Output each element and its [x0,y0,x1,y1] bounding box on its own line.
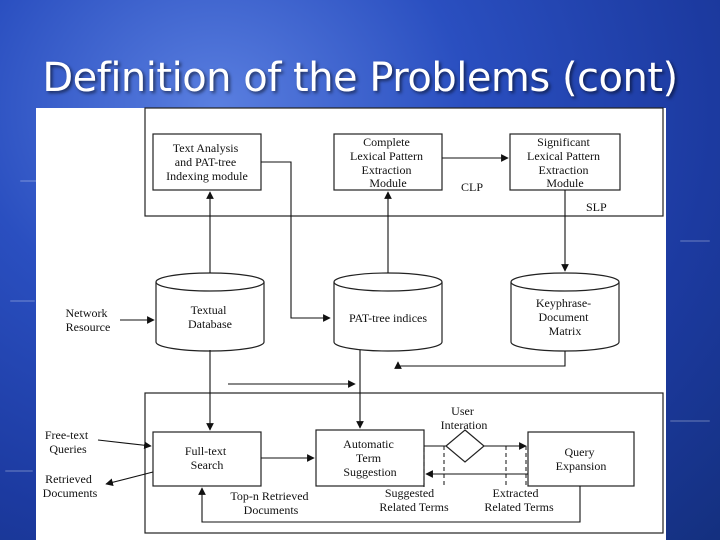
retrieved-documents-label: Retrieved Documents [43,472,98,500]
bottom-group-frame [144,392,664,534]
user-interaction-label: User Interation [441,404,488,432]
query-expansion-box [527,431,635,487]
slp-group-frame [144,107,664,217]
significant-lexical-label: Significant Lexical Pattern Extraction M… [527,135,603,190]
suggested-terms-label: Suggested Related Terms [379,486,449,514]
full-text-search-box [152,431,262,487]
text-analysis-label: Text Analysis and PAT-tree Indexing modu… [166,141,248,183]
keyphrase-matrix-label: Keyphrase- Document Matrix [536,296,594,338]
complete-lexical-label: Complete Lexical Pattern Extraction Modu… [350,135,426,190]
user-interaction-diamond [445,429,485,463]
arrow-queries-to-search [97,439,152,450]
free-text-queries-label: Free-text Queries [45,428,91,456]
arrow-search-to-retrieved [105,471,154,487]
arrow-text-analysis-to-pat [261,161,331,322]
automatic-term-label: Automatic Term Suggestion [343,437,397,479]
text-analysis-module-box [152,133,262,191]
slp-label: SLP [586,200,607,214]
automatic-term-suggestion-box [315,429,425,487]
extracted-terms-label: Extracted Related Terms [484,486,554,514]
complete-lexical-module-box [333,133,443,191]
top-n-retrieved-label: Top-n Retrieved Documents [230,489,311,517]
full-text-search-label: Full-text Search [185,444,229,472]
network-resource-label: Network Resource [66,306,111,334]
arrow-matrix-to-ats [394,351,566,369]
clp-label: CLP [461,180,483,194]
query-expansion-label: Query Expansion [556,445,607,473]
arrow-top-n-loop [198,486,581,523]
pat-tree-indices-cylinder [333,272,443,352]
slide-title: Definition of the Problems (cont) [42,55,678,101]
textual-database-label: Textual Database [188,303,232,331]
keyphrase-matrix-cylinder [510,272,620,352]
pat-tree-indices-label: PAT-tree indices [349,311,427,325]
textual-database-cylinder [155,272,265,352]
